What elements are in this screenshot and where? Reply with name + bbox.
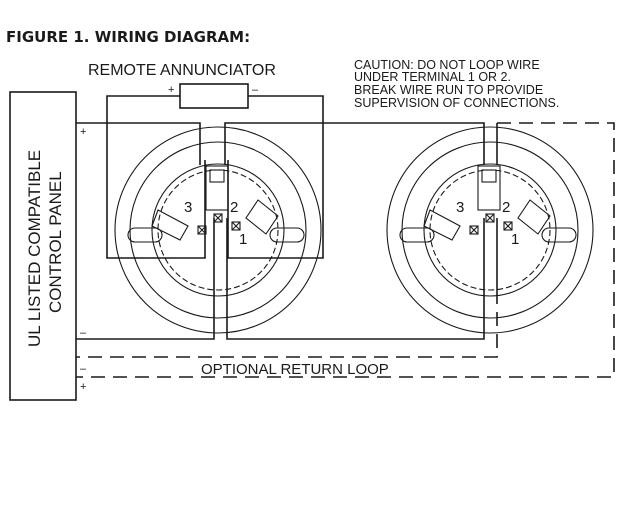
terminal-2-clip	[205, 165, 229, 211]
terminal-2-label: 2	[502, 199, 510, 216]
remote-annunciator	[179, 83, 249, 109]
annunciator-plus: +	[168, 84, 174, 96]
terminal-2-clip	[477, 165, 501, 211]
panel-return-plus: +	[80, 381, 86, 393]
detector-base-1: 3 2 1	[114, 126, 322, 334]
terminal-screw-icon	[231, 221, 241, 231]
caution-note: CAUTION: DO NOT LOOP WIRE UNDER TERMINAL…	[354, 58, 559, 110]
terminal-3-label: 3	[456, 199, 464, 216]
annunciator-minus-wire	[227, 95, 324, 259]
terminal-screw-icon	[213, 213, 223, 223]
mounting-tab-left	[127, 227, 163, 243]
panel-terminal-minus: –	[80, 327, 87, 339]
panel-terminal-plus: +	[80, 126, 86, 138]
annunciator-minus: –	[252, 84, 259, 96]
terminal-screw-icon	[485, 213, 495, 223]
terminal-2-label: 2	[230, 199, 238, 216]
svg-text:UNDER TERMINAL 1 OR 2.: UNDER TERMINAL 1 OR 2.	[354, 70, 511, 84]
detector-base-2: 3 2 1	[386, 126, 594, 334]
plus-wire-detector-1-to-2	[224, 122, 485, 165]
terminal-3-clip	[151, 209, 189, 241]
mounting-tab-left	[399, 227, 435, 243]
terminal-screw-icon	[503, 221, 513, 231]
terminal-screw-icon	[197, 225, 207, 235]
minus-wire-to-detector-1	[76, 218, 215, 340]
terminal-1-clip	[517, 199, 551, 235]
terminal-1-label: 1	[511, 231, 519, 248]
panel-return-minus: –	[80, 363, 87, 375]
svg-text:CAUTION: DO NOT LOOP WIRE: CAUTION: DO NOT LOOP WIRE	[354, 58, 540, 72]
terminal-screw-icon	[469, 225, 479, 235]
svg-text:BREAK WIRE RUN TO PROVIDE: BREAK WIRE RUN TO PROVIDE	[354, 83, 543, 97]
terminal-3-clip	[423, 209, 461, 241]
annunciator-plus-wire	[106, 95, 206, 259]
panel-label-line1: UL LISTED COMPATIBLE	[25, 150, 44, 347]
minus-wire-detector-1-to-2	[226, 218, 485, 340]
plus-wire-to-detector-1	[76, 122, 201, 165]
terminal-1-label: 1	[239, 231, 247, 248]
mounting-tab-right	[541, 227, 577, 243]
terminal-3-label: 3	[184, 199, 192, 216]
annunciator-label: REMOTE ANNUNCIATOR	[88, 62, 276, 79]
return-loop-minus	[76, 290, 498, 358]
control-panel	[9, 91, 77, 401]
figure-title: FIGURE 1. WIRING DIAGRAM:	[6, 28, 250, 46]
mounting-tab-right	[269, 227, 305, 243]
terminal-1-clip	[245, 199, 279, 235]
svg-text:SUPERVISION OF CONNECTIONS.: SUPERVISION OF CONNECTIONS.	[354, 96, 559, 110]
return-loop-label: OPTIONAL RETURN LOOP	[201, 361, 389, 378]
return-loop-plus	[76, 122, 615, 378]
panel-label-line2: CONTROL PANEL	[46, 171, 65, 313]
